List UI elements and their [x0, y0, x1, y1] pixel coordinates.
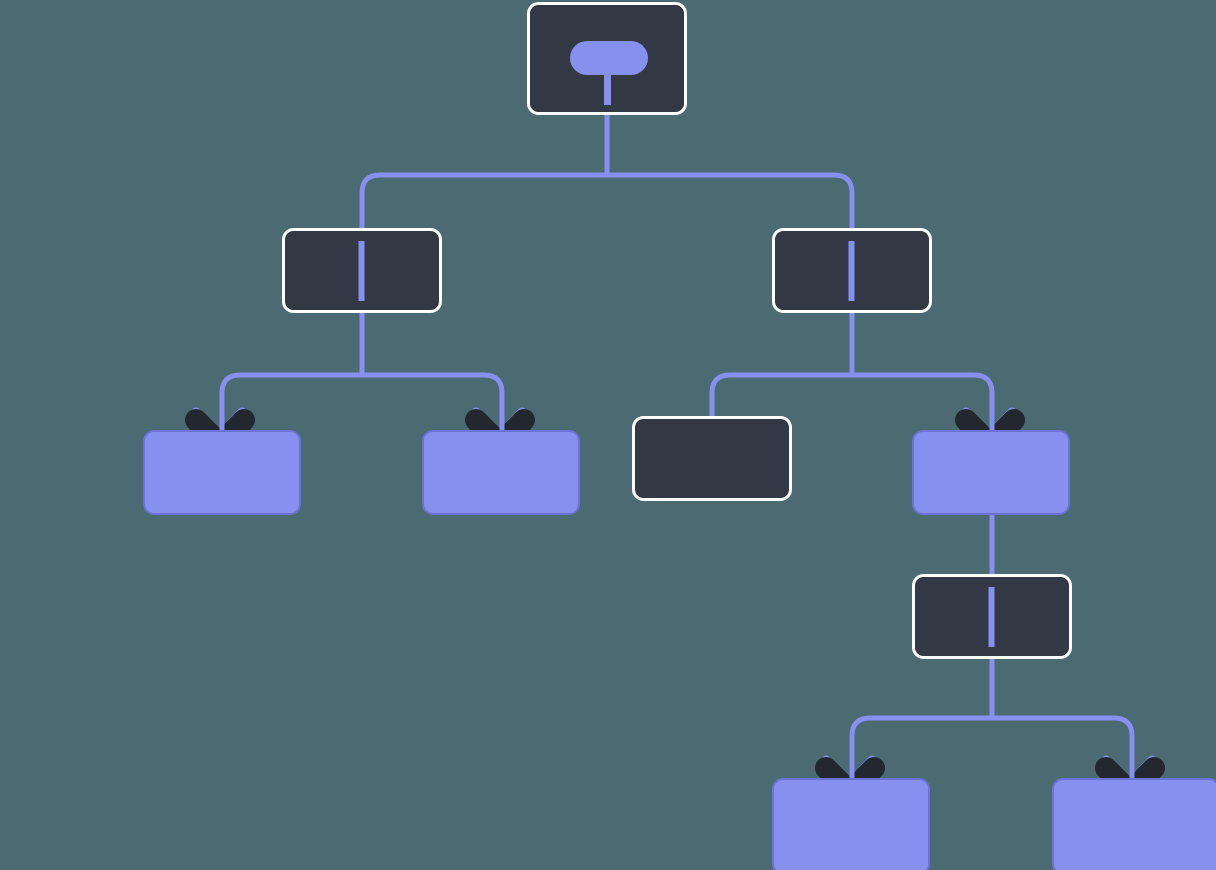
branch-node-right-bar-badge — [848, 241, 855, 301]
empty-dark-node-box[interactable] — [632, 416, 792, 501]
leaf-node-d[interactable] — [912, 430, 1070, 515]
leaf-node-f[interactable] — [1052, 778, 1216, 870]
edge-left-to-b — [362, 372, 505, 442]
sub-branch-node[interactable] — [912, 574, 1072, 659]
root-node-stem-badge — [604, 60, 611, 105]
branch-node-left[interactable] — [282, 228, 442, 313]
branch-node-left-bar-badge — [358, 241, 365, 301]
leaf-node-f-box[interactable] — [1052, 778, 1216, 870]
edge-root-to-right — [607, 172, 855, 240]
leaf-node-a[interactable] — [143, 430, 301, 515]
root-node[interactable] — [527, 2, 687, 115]
edge-subbranch-to-e — [849, 715, 992, 790]
leaf-node-e-box[interactable] — [772, 778, 930, 870]
edge-left-to-a — [219, 372, 362, 442]
leaf-node-b[interactable] — [422, 430, 580, 515]
root-node-pill-badge — [570, 41, 648, 75]
edge-root-to-left — [359, 172, 607, 240]
leaf-node-d-box[interactable] — [912, 430, 1070, 515]
edge-subbranch-to-f — [992, 715, 1135, 790]
branch-node-right[interactable] — [772, 228, 932, 313]
sub-branch-node-bar-badge — [988, 587, 995, 647]
leaf-node-a-box[interactable] — [143, 430, 301, 515]
leaf-node-e[interactable] — [772, 778, 930, 870]
leaf-node-b-box[interactable] — [422, 430, 580, 515]
edge-right-to-d — [852, 372, 995, 442]
connector-layer — [219, 40, 1135, 790]
empty-dark-node[interactable] — [632, 416, 792, 501]
edge-right-to-c — [709, 372, 852, 418]
